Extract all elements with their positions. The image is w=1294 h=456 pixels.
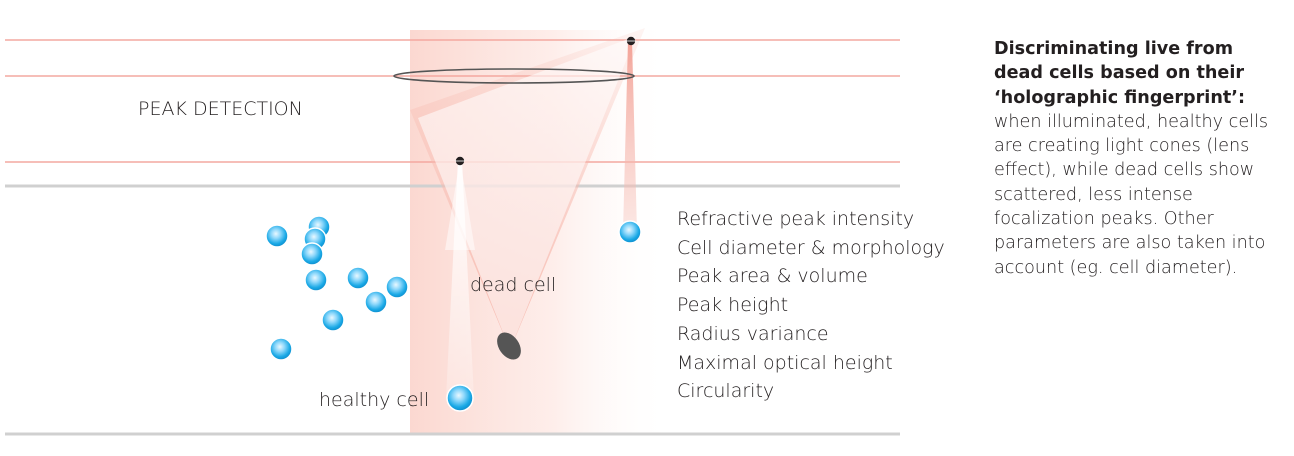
parameter-item: Peak height: [677, 294, 789, 317]
holographic-detection-diagram: [5, 28, 900, 436]
dead-cell-label: dead cell: [470, 274, 557, 296]
focal-lens-ellipse: [393, 68, 635, 84]
healthy-cell-beam-upper: [445, 165, 475, 250]
healthy-cell-dot: [269, 337, 293, 361]
parameter-item: Refractive peak intensity: [677, 208, 915, 230]
description-body: when illuminated, healthy cells are crea…: [994, 111, 1269, 278]
description-heading: Discriminating live from dead cells base…: [994, 39, 1245, 108]
healthy-cell-label: healthy cell: [319, 389, 430, 411]
parameter-item: Peak area & volume: [677, 265, 868, 288]
healthy-cell-dot: [385, 275, 409, 299]
parameter-list: Refractive peak intensity Cell diameter …: [677, 205, 945, 406]
cell-cluster: [265, 215, 642, 412]
healthy-cell-dot: [346, 266, 370, 290]
healthy-cell-dot: [300, 242, 324, 266]
healthy-cell-dot: [321, 308, 345, 332]
healthy-cell-dot: [265, 224, 289, 248]
focal-thin-beam: [623, 40, 637, 232]
healthy-cell-dot: [304, 268, 328, 292]
parameter-item: Radius variance: [677, 322, 829, 345]
description-panel: Discriminating live from dead cells base…: [994, 37, 1284, 280]
dead-cell-inner-cone: [418, 36, 636, 350]
parameter-item: Circularity: [677, 380, 775, 403]
focal-peak-marker: [626, 36, 636, 46]
parameter-item: Maximal optical height: [677, 351, 893, 374]
peak-detection-label: PEAK DETECTION: [138, 98, 303, 120]
parameter-item: Cell diameter & morphology: [677, 236, 945, 259]
focal-peak-marker: [455, 156, 465, 166]
healthy-cell: [446, 384, 474, 412]
dead-cell: [497, 332, 521, 360]
healthy-cell-dot: [364, 290, 388, 314]
healthy-cell-beam: [446, 160, 474, 398]
healthy-cell-dot: [618, 220, 642, 244]
